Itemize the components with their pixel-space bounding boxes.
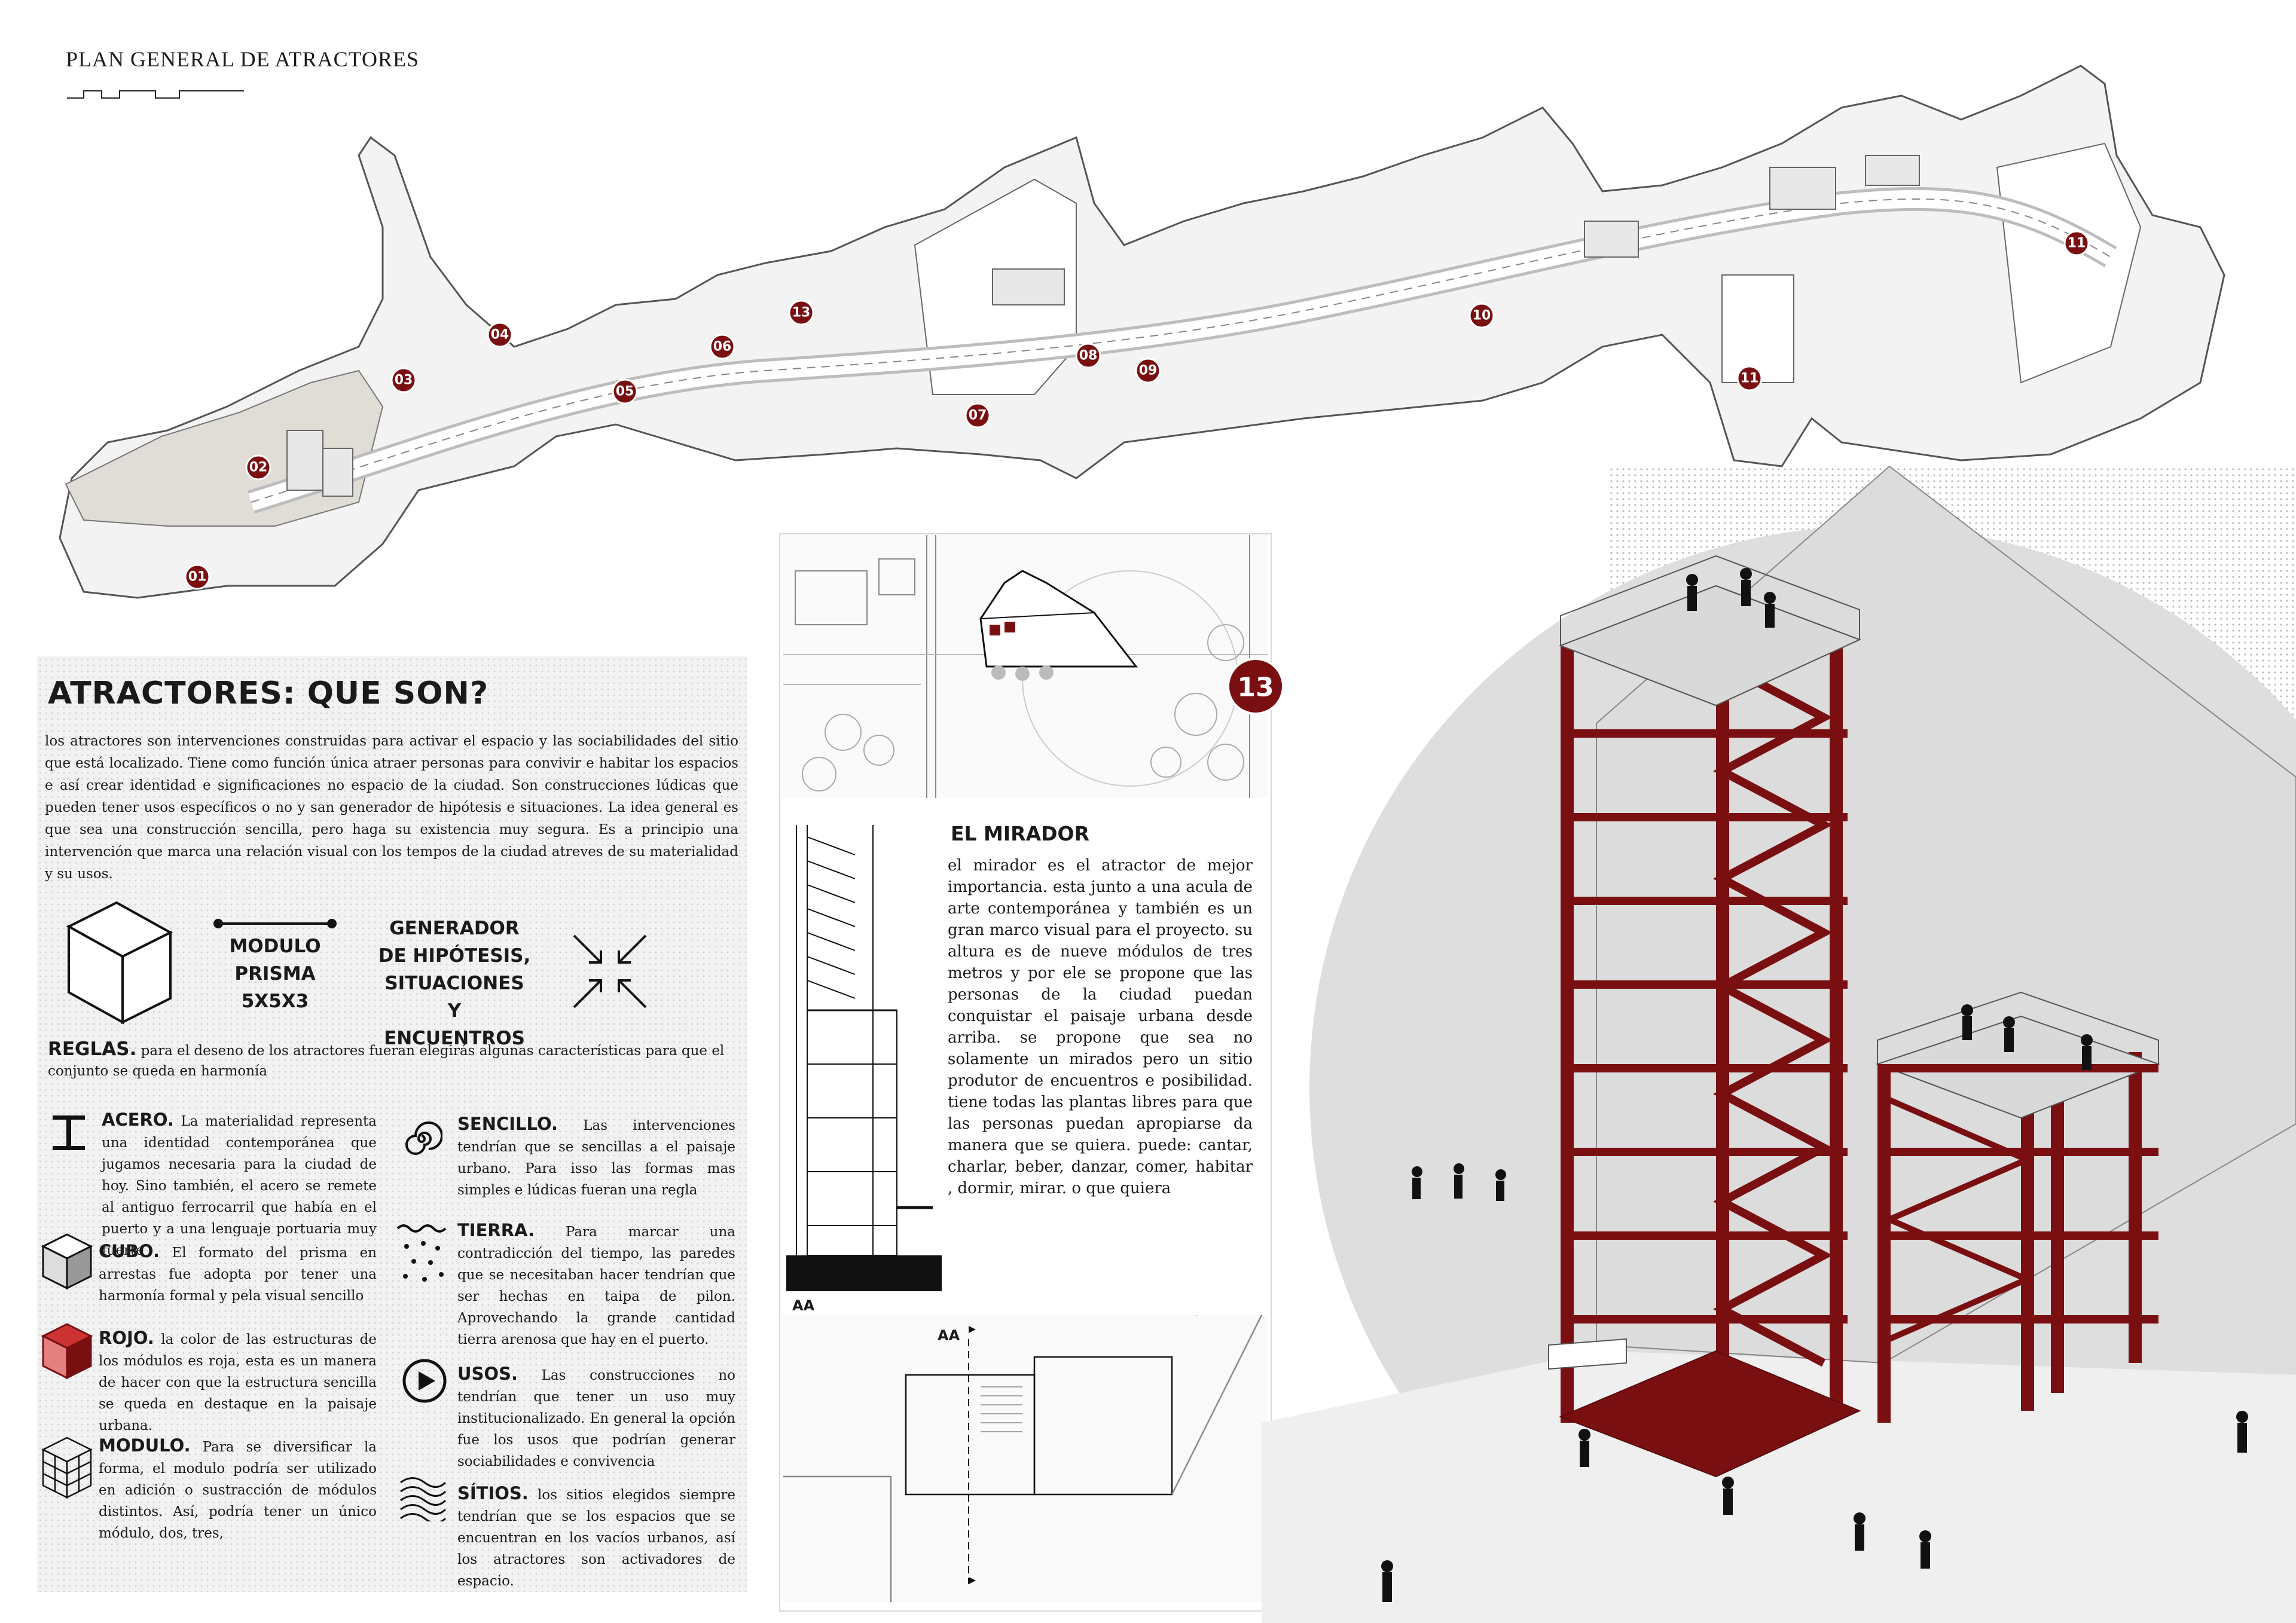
marker-08[interactable]: 08 (1079, 349, 1098, 363)
mirador-floor-plan (783, 1315, 1268, 1602)
reglas-block: REGLAS. para el deseno de los atractores… (48, 1039, 741, 1081)
rule-cubo: CUBO. El formato del prisma en arrestas … (99, 1241, 377, 1304)
reglas-title: REGLAS. (48, 1038, 137, 1060)
earth-icon (396, 1224, 447, 1282)
play-icon (402, 1359, 447, 1403)
marker-09[interactable]: 09 (1139, 363, 1158, 378)
steel-beam-icon (53, 1115, 85, 1150)
converge-arrows-icon (573, 934, 647, 1008)
section-label: AA (792, 1297, 815, 1314)
marker-02[interactable]: 02 (249, 460, 268, 475)
marker-10[interactable]: 10 (1473, 308, 1491, 323)
site-plan-map: 01 02 03 04 05 06 07 08 09 10 11 11 13 (59, 65, 2225, 599)
marker-03[interactable]: 03 (395, 373, 413, 388)
rule-tierra: TIERRA. Para marcar una contradicción de… (457, 1220, 736, 1347)
module-dimension-icon (213, 919, 337, 928)
rule-usos: USOS. Las construcciones no tendrían que… (457, 1364, 735, 1469)
marker-11-south[interactable]: 11 (1741, 371, 1759, 386)
svg-text:13: 13 (1237, 673, 1274, 703)
mirador-text: el mirador es el atractor de mejor impor… (948, 857, 1253, 1197)
marker-13[interactable]: 13 (792, 305, 811, 320)
mirador-badge: 13 (1227, 658, 1284, 715)
marker-01[interactable]: 01 (188, 570, 207, 585)
prism-cube-icon (66, 901, 173, 1025)
mirador-axonometric (1262, 466, 2296, 1623)
marker-06[interactable]: 06 (713, 340, 732, 354)
reglas-text: para el deseno de los atractores fueran … (48, 1043, 725, 1079)
modulo-label: MODULO PRISMA 5X5X3 (229, 936, 321, 1012)
intro-paragraph: los atractores son intervenciones constr… (45, 733, 738, 882)
plan-markers: 01 02 03 04 05 06 07 08 09 10 11 11 13 (184, 230, 2090, 590)
marker-05[interactable]: 05 (616, 384, 634, 399)
intro-heading: ATRACTORES: QUE SON? (48, 676, 489, 711)
cut-label: AA (938, 1327, 960, 1344)
cube-icon (41, 1233, 93, 1290)
mirador-site-plan (783, 535, 1268, 798)
scale-bar (67, 90, 244, 99)
plan-title: PLAN GENERAL DE ATRACTORES (66, 47, 420, 71)
module-grid-icon (41, 1436, 93, 1499)
spiral-icon (405, 1121, 442, 1155)
rule-sencillo: SENCILLO. Las intervenciones tendrían qu… (457, 1114, 735, 1198)
generador-label: GENERADOR DE HIPÓTESIS, SITUACIONES Y EN… (378, 918, 531, 1049)
rule-rojo: ROJO. la color de las estructuras de los… (99, 1328, 377, 1434)
rule-sitios: SÍTIOS. los sitios elegidos siempre tend… (457, 1483, 736, 1589)
rule-modulo: MODULO. Para se diversificar la forma, e… (99, 1435, 377, 1541)
topography-icon (400, 1477, 447, 1521)
red-cube-icon (41, 1323, 93, 1380)
marker-04[interactable]: 04 (491, 328, 509, 343)
marker-07[interactable]: 07 (969, 408, 987, 423)
marker-11-east[interactable]: 11 (2068, 236, 2086, 251)
section-aa-drawing (786, 825, 942, 1291)
intro-panel (37, 656, 747, 1592)
mirador-title: EL MIRADOR (951, 822, 1089, 845)
rule-acero: ACERO. La materialidad representa una id… (102, 1109, 377, 1258)
